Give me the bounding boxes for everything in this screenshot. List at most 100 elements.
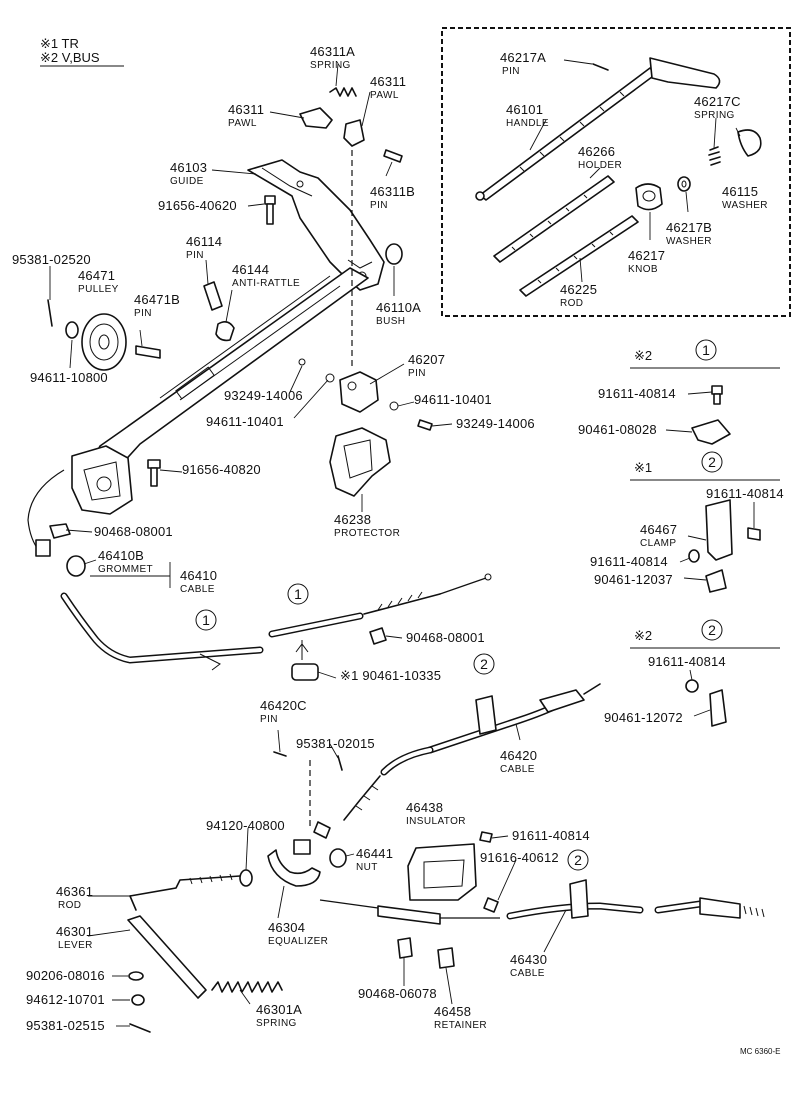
- label-46266-name: HOLDER: [578, 160, 622, 171]
- inset-1a-tag: ※2: [634, 348, 652, 363]
- rod-part-46225: [519, 215, 639, 297]
- label-46420-name: CABLE: [500, 764, 535, 775]
- washer-94611-10401b: [389, 401, 399, 411]
- label-46304-num: 46304: [268, 920, 305, 935]
- link-end: [313, 821, 331, 839]
- label-90468-06078: 90468-06078: [358, 986, 437, 1001]
- label-46238-name: PROTECTOR: [334, 528, 400, 539]
- callout-circle-1a: 1: [195, 609, 217, 631]
- inset-1a-bolt-label: 91611-40814: [598, 386, 676, 401]
- label-46103-name: GUIDE: [170, 176, 204, 187]
- pulley-46471: [81, 313, 127, 371]
- washer-90206-08016: [128, 971, 144, 981]
- label-46101-num: 46101: [506, 102, 543, 117]
- inset-2b-clip-label: 90461-12072: [604, 710, 683, 725]
- svg-text:2: 2: [708, 622, 716, 638]
- pin-46420C: [273, 751, 287, 757]
- lever-base-bracket: [71, 445, 133, 515]
- label-94611-10800: 94611-10800: [30, 370, 108, 385]
- label-46471-num: 46471: [78, 268, 115, 283]
- nut-94120-40800: [239, 869, 253, 887]
- label-46441-name: NUT: [356, 862, 378, 873]
- label-91611-40814c: 91611-40814: [512, 828, 590, 843]
- label-95381-02515: 95381-02515: [26, 1018, 105, 1033]
- washer-94612-10701: [131, 994, 145, 1006]
- bush-46110A: [385, 243, 403, 265]
- cable-46410: [27, 469, 264, 671]
- label-46101-name: HANDLE: [506, 118, 549, 129]
- label-46217B-num: 46217B: [666, 220, 712, 235]
- label-46266-num: 46266: [578, 144, 615, 159]
- knob-part-46217: [635, 183, 663, 211]
- note-vbus: ※2 V,BUS: [40, 50, 100, 65]
- label-46301-name: LEVER: [58, 940, 93, 951]
- inset-2a-bolt-l-label: 91611-40814: [590, 554, 668, 569]
- label-91656-40620: 91656-40620: [158, 198, 237, 213]
- note-tr: ※1 TR: [40, 36, 79, 51]
- label-46217A-num: 46217A: [500, 50, 546, 65]
- label-46438-num: 46438: [406, 800, 443, 815]
- label-46217-num: 46217: [628, 248, 665, 263]
- label-46207-num: 46207: [408, 352, 445, 367]
- bolt-91656-40620: [264, 195, 276, 225]
- label-90461-10335: ※1 90461-10335: [340, 668, 441, 683]
- pin-95381-02515: [129, 1023, 151, 1033]
- label-46144-name: ANTI-RATTLE: [232, 278, 300, 289]
- label-46420C-name: PIN: [260, 714, 278, 725]
- inset-1a-clamp-label: 90461-08028: [578, 422, 657, 437]
- label-46311A-num: 46311A: [310, 44, 355, 59]
- label-46301A-name: SPRING: [256, 1018, 297, 1029]
- inset-2b-tag: ※2: [634, 628, 652, 643]
- label-46311r-num: 46311: [370, 74, 406, 89]
- bolt-91616-40612: [483, 897, 499, 913]
- pin-95381-02015: [337, 755, 343, 771]
- label-46311r-name: PAWL: [370, 90, 399, 101]
- label-46311B-name: PIN: [370, 200, 388, 211]
- label-46311l-num: 46311: [228, 102, 264, 117]
- clamp-90461-10335: [291, 640, 319, 681]
- clip-90468-08001a: [49, 523, 71, 539]
- lever-46301: [127, 915, 207, 999]
- label-94611-10401b: 94611-10401: [414, 392, 492, 407]
- pin-46114: [203, 281, 223, 311]
- inset-2a-clamp-label: 46467: [640, 522, 677, 537]
- bolt-91656-40820: [147, 459, 161, 487]
- label-46471B-name: PIN: [134, 308, 152, 319]
- label-46420-num: 46420: [500, 748, 537, 763]
- label-90468-08001b: 90468-08001: [406, 630, 485, 645]
- label-46430-num: 46430: [510, 952, 547, 967]
- label-46410-name: CABLE: [180, 584, 215, 595]
- pin-46471B: [135, 345, 161, 359]
- pawl-left: [299, 107, 333, 129]
- inset-2a-clamp: [705, 499, 733, 561]
- inset-2a-bolt-r-label: 91611-40814: [706, 486, 784, 501]
- label-46430-name: CABLE: [510, 968, 545, 979]
- svg-text:2: 2: [708, 454, 716, 470]
- spring-46217C: [708, 146, 721, 166]
- washer-46115: [737, 129, 762, 157]
- bracket-callout-2b: [569, 879, 589, 919]
- label-46420C-num: 46420C: [260, 698, 307, 713]
- label-46207-name: PIN: [408, 368, 426, 379]
- equalizer-46304: [267, 839, 321, 887]
- pawl-right: [343, 119, 365, 147]
- svg-text:1: 1: [202, 612, 210, 628]
- label-95381-02015: 95381-02015: [296, 736, 375, 751]
- callout-circle-2a: 2: [473, 653, 495, 675]
- inset-2b-clip: [709, 689, 727, 727]
- anti-rattle-46144: [215, 320, 235, 342]
- center-cable-front: [268, 573, 492, 638]
- bracket-callout-2a: [475, 695, 497, 735]
- label-46410B-num: 46410B: [98, 548, 144, 563]
- label-46361-num: 46361: [56, 884, 93, 899]
- inset-2a-clip-label: 90461-12037: [594, 572, 673, 587]
- label-93249-14006b: 93249-14006: [456, 416, 535, 431]
- grommet-46410B: [66, 555, 86, 577]
- inset-2a-circle: 2: [701, 451, 723, 473]
- inset-2b-bolt: [685, 679, 699, 693]
- rod-46361: [129, 873, 241, 911]
- inset-2a-clamp-name: CLAMP: [640, 538, 676, 549]
- inset-2a-clip: [705, 569, 727, 593]
- label-46217B-name: WASHER: [666, 236, 712, 247]
- svg-text:2: 2: [480, 656, 488, 672]
